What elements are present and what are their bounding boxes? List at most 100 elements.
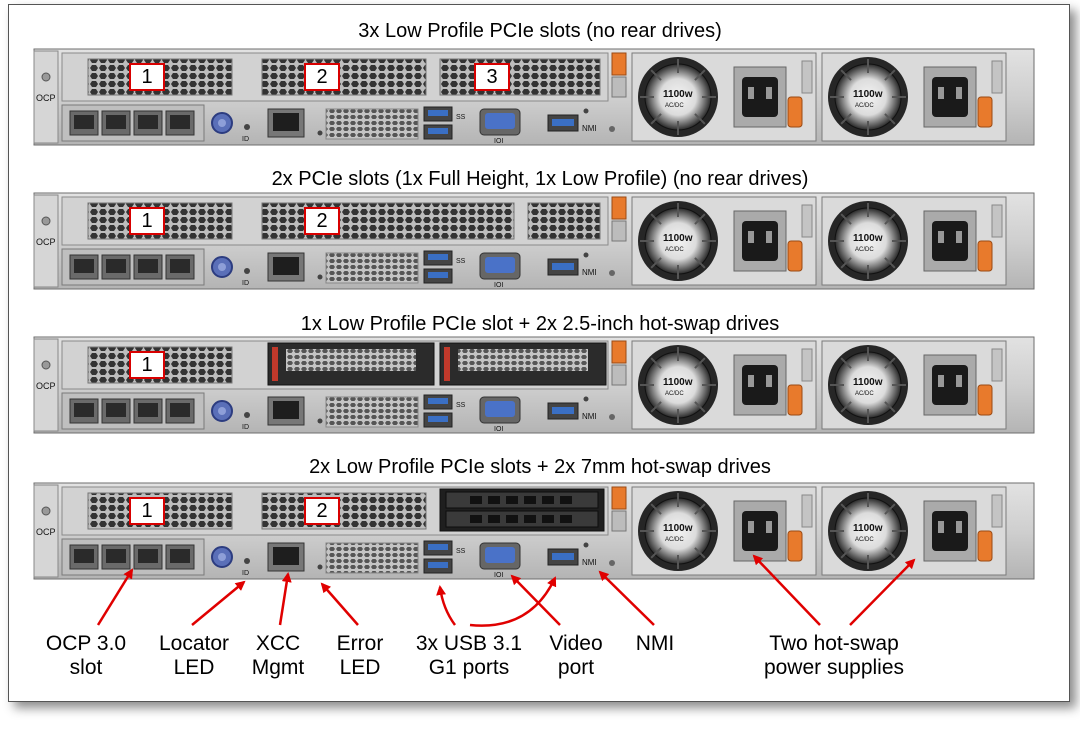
locator-led-icon — [244, 268, 250, 274]
power-inlet-icon — [742, 365, 778, 405]
callout-locator-line-1: Locator — [158, 632, 230, 655]
fan-spoke — [840, 547, 852, 559]
psu-handle — [991, 494, 1003, 528]
fan-spoke — [840, 113, 852, 125]
ocp-port-socket — [74, 403, 94, 417]
usb-ss-label: SS — [456, 258, 466, 265]
ocp-port-socket — [74, 259, 94, 273]
psu-release-handle — [787, 384, 803, 416]
callout-usb-line-2: G1 ports — [428, 656, 510, 679]
rear-usb-insert — [552, 407, 574, 414]
slot-2-vent — [261, 492, 427, 530]
slot-1-vent — [87, 346, 233, 384]
video-port-insert — [485, 401, 515, 417]
inlet-pin — [956, 231, 962, 243]
locator-led-icon — [244, 412, 250, 418]
fan-spoke — [884, 547, 896, 559]
callout-psu-line-2: power supplies — [763, 656, 905, 679]
blank-vent — [527, 202, 601, 240]
error-led-icon — [317, 130, 323, 136]
callout-usb-line-1: 3x USB 3.1 — [415, 632, 523, 655]
drive-slot-mark — [506, 515, 518, 523]
fan-spoke — [650, 357, 662, 369]
ocp-port-socket — [106, 259, 126, 273]
arrow-psu — [849, 558, 916, 626]
fan-spoke — [694, 401, 706, 413]
fan-spoke — [694, 113, 706, 125]
id-label: ID — [242, 424, 249, 431]
fan-spoke — [884, 69, 896, 81]
arrow-ocp — [96, 568, 134, 626]
ocp-port-socket — [138, 115, 158, 129]
psu-acdc-label: AC/DC — [665, 247, 684, 253]
error-led-icon — [317, 418, 323, 424]
usb-port-insert — [428, 128, 448, 134]
inlet-pin — [956, 521, 962, 533]
ocp-port-socket — [170, 403, 190, 417]
slot-2-vent — [261, 58, 427, 96]
nmi-label: NMI — [582, 558, 597, 567]
vent-dot — [609, 560, 615, 566]
callout-xcc-line-2: Mgmt — [251, 656, 305, 679]
ocp-port-socket — [170, 549, 190, 563]
psu-acdc-label: AC/DC — [665, 537, 684, 543]
ocp-label: OCP — [36, 381, 56, 391]
nmi-label: NMI — [582, 412, 597, 421]
drive-slot-mark — [524, 515, 536, 523]
psu-wattage-label: 1100w — [663, 377, 693, 388]
drive-release-tab — [272, 347, 278, 381]
psu-wattage-label: 1100w — [663, 89, 693, 100]
slot-number-1: 1 — [129, 63, 165, 91]
fan-spoke — [650, 69, 662, 81]
latch-guard — [611, 510, 627, 532]
error-led-icon — [317, 564, 323, 570]
drive-slot-mark — [488, 496, 500, 504]
arrow-usb — [469, 576, 557, 627]
arrow-locator — [191, 580, 246, 626]
vga-label: IOI — [494, 138, 503, 145]
fan-spoke — [694, 257, 706, 269]
fan-spoke — [694, 213, 706, 225]
screw-icon — [41, 216, 51, 226]
power-inlet-icon — [742, 511, 778, 551]
latch-guard — [611, 220, 627, 242]
ocp-port-socket — [106, 549, 126, 563]
nmi-button-icon — [583, 542, 589, 548]
center-vent — [325, 542, 419, 574]
fan-spoke — [884, 213, 896, 225]
power-inlet-icon — [742, 77, 778, 117]
fan-spoke — [840, 401, 852, 413]
ocp-port-socket — [170, 115, 190, 129]
thumbscrew-center — [218, 263, 226, 271]
drive-slot-mark — [506, 496, 518, 504]
usb-port-insert — [428, 110, 448, 116]
ocp-port-socket — [74, 115, 94, 129]
arrow-psu — [752, 554, 821, 626]
fan-spoke — [884, 503, 896, 515]
latch-guard — [611, 364, 627, 386]
video-port-insert — [485, 547, 515, 563]
psu-wattage-label: 1100w — [853, 377, 883, 388]
inlet-pin — [748, 231, 754, 243]
usb-port-insert — [428, 272, 448, 278]
screw-icon — [41, 506, 51, 516]
vga-label: IOI — [494, 572, 503, 579]
slot-number-2: 2 — [304, 63, 340, 91]
thumbscrew-center — [218, 119, 226, 127]
usb-ss-label: SS — [456, 114, 466, 121]
inlet-pin — [748, 521, 754, 533]
drive-slot-mark — [488, 515, 500, 523]
drive-7mm-1 — [445, 491, 599, 509]
usb-port-insert — [428, 416, 448, 422]
nmi-button-icon — [583, 252, 589, 258]
psu-wattage-label: 1100w — [853, 523, 883, 534]
